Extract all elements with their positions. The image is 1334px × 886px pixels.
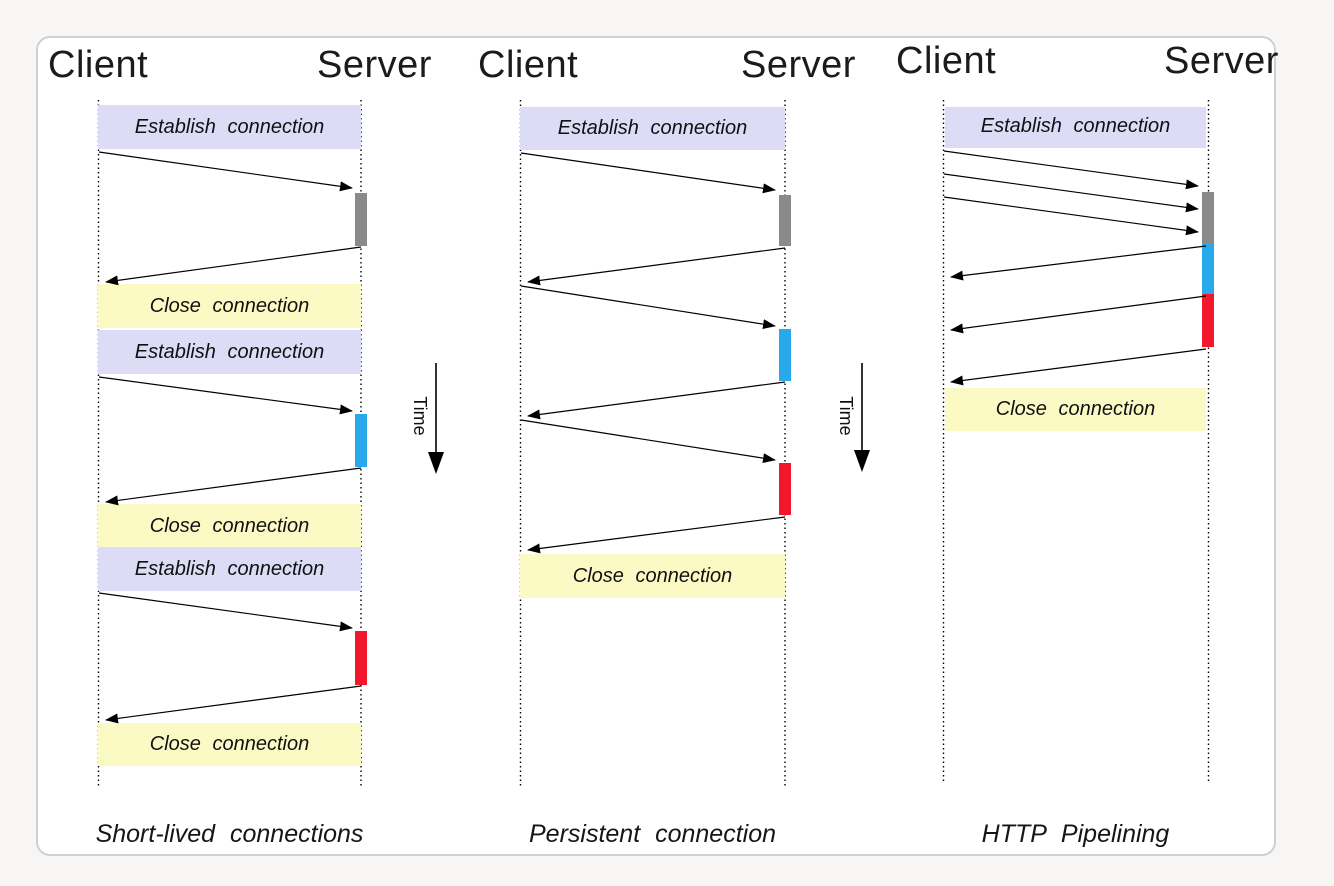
panel1-client-label: Client (48, 44, 149, 86)
panel1-caption: Short-lived connections (95, 820, 364, 848)
panel3-establish-label: Establish connection (980, 115, 1171, 137)
panel1-close-label-3: Close connection (149, 733, 310, 755)
panel3-server-label: Server (1164, 40, 1279, 82)
panel1-establish-label-3: Establish connection (134, 558, 325, 580)
time-label-2: Time (836, 396, 856, 436)
panel1-server-label: Server (317, 44, 432, 86)
panel3-caption: HTTP Pipelining (981, 820, 1170, 848)
panel3-client-label: Client (896, 40, 997, 82)
panel1-establish-label-1: Establish connection (134, 116, 325, 138)
panel2-client-label: Client (478, 44, 579, 86)
panel1-close-label-1: Close connection (149, 295, 310, 317)
panel1-establish-label-2: Establish connection (134, 341, 325, 363)
panel1-close-label-2: Close connection (149, 515, 310, 537)
time-label-1: Time (410, 396, 430, 436)
panel2-caption: Persistent connection (528, 820, 777, 848)
panel2-establish-label: Establish connection (557, 117, 748, 139)
panel2-server-label: Server (741, 44, 856, 86)
panel2-close-label: Close connection (572, 565, 733, 587)
panel3-close-label: Close connection (995, 398, 1156, 420)
